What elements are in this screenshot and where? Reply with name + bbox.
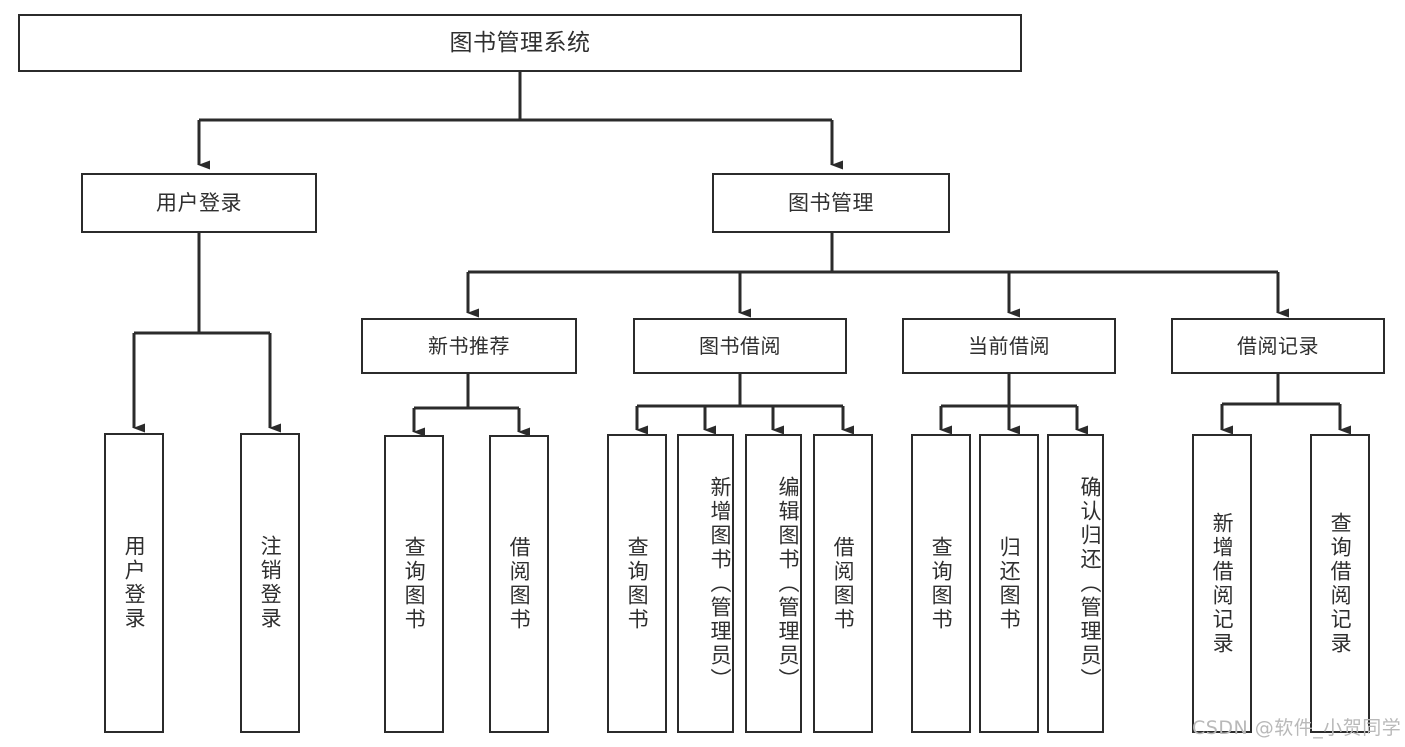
node-new-book-recommendation[interactable]: 新书推荐: [361, 318, 577, 374]
leaf-borrow-book-recommend[interactable]: 借阅图书: [489, 435, 549, 733]
leaf-user-logout[interactable]: 注销登录: [240, 433, 300, 733]
leaf-edit-book-admin[interactable]: 编辑图书（管理员）: [745, 434, 802, 733]
leaf-user-login[interactable]: 用户登录: [104, 433, 164, 733]
watermark-csdn: CSDN @软件_小贺同学: [1192, 717, 1402, 739]
node-book-management[interactable]: 图书管理: [712, 173, 950, 233]
leaf-add-borrow-record[interactable]: 新增借阅记录: [1192, 434, 1252, 733]
leaf-confirm-return-admin[interactable]: 确认归还（管理员）: [1047, 434, 1104, 733]
node-borrow-record[interactable]: 借阅记录: [1171, 318, 1385, 374]
leaf-query-book-borrow[interactable]: 查询图书: [607, 434, 667, 733]
leaf-query-book-recommend[interactable]: 查询图书: [384, 435, 444, 733]
node-root-book-management-system[interactable]: 图书管理系统: [18, 14, 1022, 72]
leaf-borrow-book[interactable]: 借阅图书: [813, 434, 873, 733]
leaf-add-book-admin[interactable]: 新增图书（管理员）: [677, 434, 734, 733]
node-user-login[interactable]: 用户登录: [81, 173, 317, 233]
node-book-borrow[interactable]: 图书借阅: [633, 318, 847, 374]
leaf-query-book-current[interactable]: 查询图书: [911, 434, 971, 733]
leaf-return-book[interactable]: 归还图书: [979, 434, 1039, 733]
node-current-borrow[interactable]: 当前借阅: [902, 318, 1116, 374]
leaf-query-borrow-record[interactable]: 查询借阅记录: [1310, 434, 1370, 733]
